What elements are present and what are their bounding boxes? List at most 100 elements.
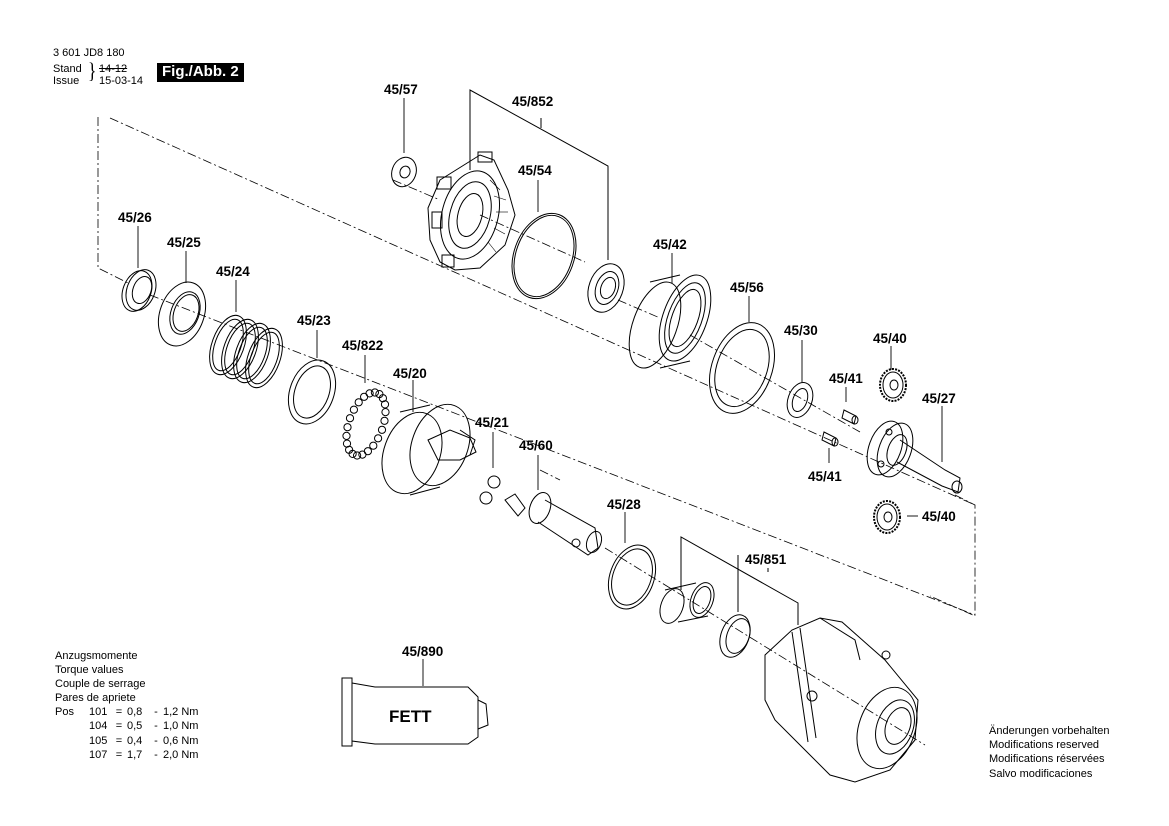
ball: [354, 398, 363, 407]
ball: [381, 408, 390, 417]
torque-row: 105 = 0,4-0,6 Nm: [55, 734, 198, 748]
part-45-822-ball-ring: [342, 388, 390, 460]
torque-row: Pos 101 = 0,8-1,2 Nm: [55, 705, 198, 719]
label-45-40-bottom: 45/40: [922, 509, 956, 524]
part-45-890-grease-tube: [341, 677, 489, 747]
brace-symbol: }: [88, 58, 97, 83]
torque-max: 0,6 Nm: [163, 734, 199, 747]
label-45-60: 45/60: [519, 438, 553, 453]
part-45-23-washer: [287, 359, 337, 425]
label-45-26: 45/26: [118, 210, 152, 225]
main-axis-line: [109, 117, 976, 506]
torque-title-fr: Couple de serrage: [55, 678, 146, 691]
torque-dash: -: [154, 720, 158, 733]
label-45-851: 45/851: [745, 552, 787, 567]
modifications-en: Modifications reserved: [989, 739, 1100, 752]
label-45-54: 45/54: [518, 163, 552, 178]
torque-min: 0,8: [127, 706, 143, 719]
torque-dash: -: [154, 734, 158, 747]
ball: [377, 425, 387, 434]
ball: [345, 414, 355, 423]
label-45-20: 45/20: [393, 366, 427, 381]
label-45-890: 45/890: [402, 644, 443, 659]
label-45-57: 45/57: [384, 82, 418, 97]
ball: [370, 388, 379, 397]
torque-pos: 104: [89, 720, 108, 733]
part-45-28-o-ring: [607, 544, 657, 610]
label-45-42: 45/42: [653, 237, 687, 252]
torque-min: 0,5: [127, 720, 143, 733]
pos-label: Pos: [55, 706, 74, 719]
ball: [342, 431, 351, 440]
label-45-30: 45/30: [784, 323, 818, 338]
figure-badge: Fig./Abb. 2: [157, 63, 244, 82]
label-45-41-bottom: 45/41: [808, 469, 842, 484]
label-45-56: 45/56: [730, 280, 764, 295]
old-date: 14-12: [99, 63, 128, 75]
ball: [358, 450, 367, 459]
part-45-41-pin-bottom: [821, 431, 839, 447]
label-45-21: 45/21: [475, 415, 509, 430]
torque-pos: 105: [89, 734, 108, 747]
part-45-56-shim: [709, 322, 775, 414]
part-45-851-seal: [719, 614, 751, 658]
part-45-26-seal: [121, 269, 157, 312]
part-45-27-spindle: [866, 420, 963, 494]
part-45-40-gear-top: [879, 368, 907, 402]
torque-eq: =: [115, 734, 123, 747]
bracket-45-852: [469, 89, 609, 260]
torque-min: 1,7: [127, 748, 143, 761]
part-45-41-pin-top: [841, 409, 859, 425]
part-45-21-balls: [479, 475, 501, 505]
torque-max: 2,0 Nm: [163, 748, 199, 761]
torque-pos: 107: [89, 748, 108, 761]
part-ball-bearing: [587, 263, 625, 313]
label-45-41-top: 45/41: [829, 371, 863, 386]
label-45-24: 45/24: [216, 264, 250, 279]
part-45-852-gear-housing: [427, 151, 516, 271]
label-45-25: 45/25: [167, 235, 201, 250]
ball: [343, 423, 352, 432]
torque-values-block: Anzugsmomente Torque values Couple de se…: [55, 649, 198, 762]
torque-dash: -: [154, 748, 158, 761]
ball: [365, 389, 374, 398]
ball: [342, 439, 352, 448]
label-45-852: 45/852: [512, 94, 553, 109]
torque-max: 1,0 Nm: [163, 720, 199, 733]
document-number: 3 601 JD8 180: [53, 47, 125, 59]
part-45-851-housing: [764, 617, 919, 783]
torque-row: 107 = 1,7-2,0 Nm: [55, 748, 198, 762]
part-45-40-gear-bottom: [873, 500, 901, 534]
part-45-60-anvil: [504, 492, 603, 556]
part-45-24-spring: [209, 314, 283, 389]
torque-title-en: Torque values: [55, 664, 124, 677]
ball: [353, 451, 362, 460]
torque-pos: 101: [89, 706, 108, 719]
torque-row: 104 = 0,5-1,0 Nm: [55, 719, 198, 733]
torque-title-es: Pares de apriete: [55, 692, 136, 705]
modifications-note: Änderungen vorbehalten Modifications res…: [989, 724, 1109, 781]
modifications-fr: Modifications réservées: [989, 753, 1105, 766]
torque-eq: =: [115, 706, 123, 719]
stand-label: Stand: [53, 63, 82, 75]
part-45-851-sleeve: [659, 582, 715, 624]
torque-dash: -: [154, 706, 158, 719]
ball: [374, 434, 383, 443]
part-45-57-washer: [391, 156, 417, 188]
grease-tube-label: FETT: [389, 707, 432, 726]
ball: [369, 441, 378, 450]
bracket-45-851: [680, 536, 799, 625]
part-45-25-washer: [157, 281, 207, 347]
torque-min: 0,4: [127, 734, 143, 747]
torque-max: 1,2 Nm: [163, 706, 199, 719]
torque-eq: =: [115, 720, 123, 733]
issue-date: 15-03-14: [99, 75, 144, 87]
part-45-20-hammer: [381, 403, 477, 496]
torque-eq: =: [115, 748, 123, 761]
part-45-30-washer: [786, 382, 814, 418]
issue-label: Issue: [53, 75, 80, 87]
modifications-de: Änderungen vorbehalten: [989, 725, 1110, 737]
axis-frame: [97, 117, 976, 746]
modifications-es: Salvo modificaciones: [989, 767, 1093, 780]
